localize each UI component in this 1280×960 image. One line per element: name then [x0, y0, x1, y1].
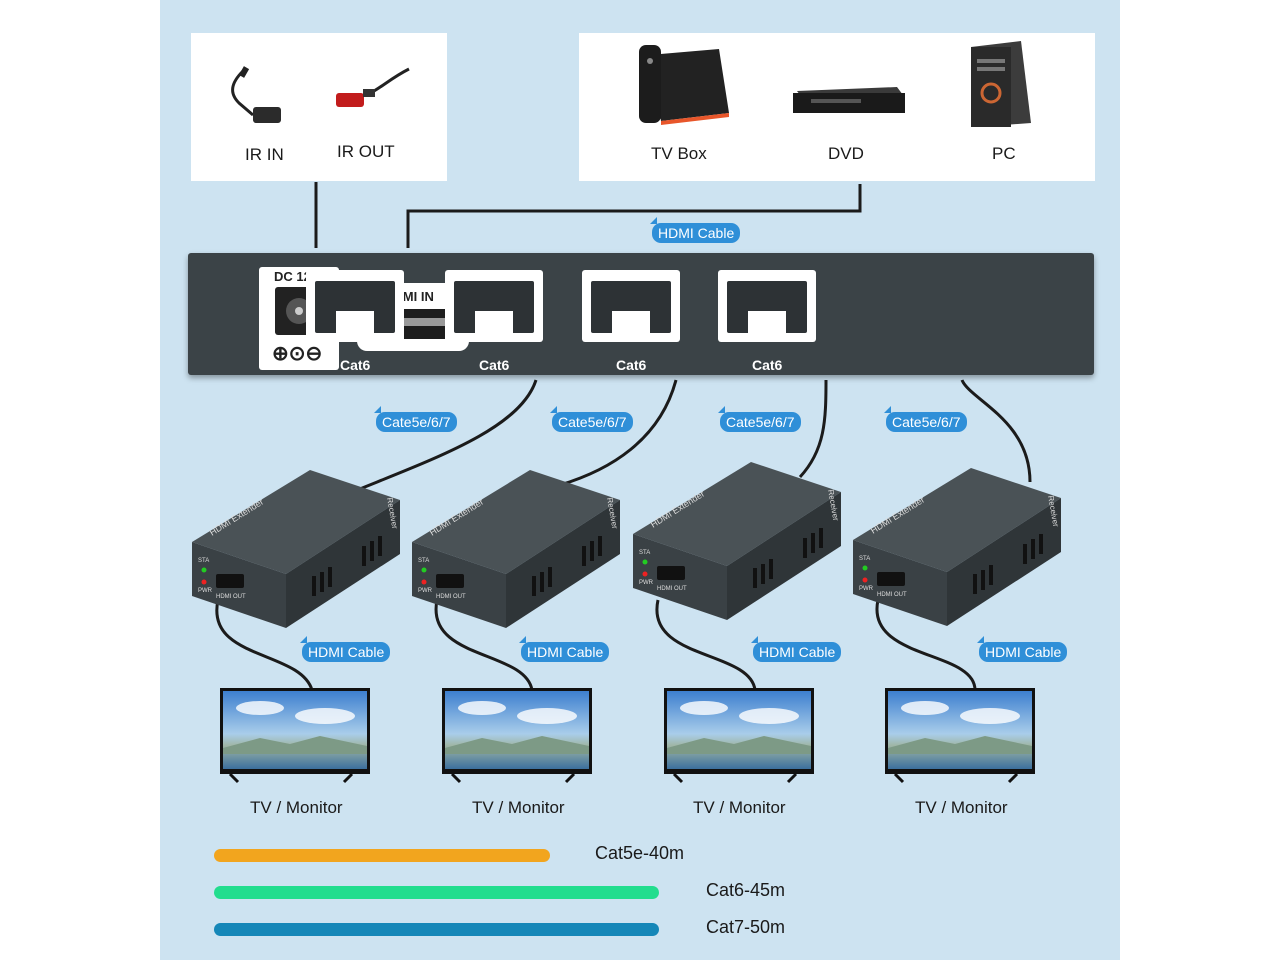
cat-cable-1	[344, 379, 538, 497]
tv-monitor-icon	[220, 688, 370, 784]
sta-label: STA	[859, 556, 870, 562]
hdmi-output-cable-tag: HDMI Cable	[976, 636, 1068, 662]
rj45-clip	[336, 311, 374, 333]
cat-cable-2	[559, 379, 678, 487]
legend-label-2: Cat6-45m	[706, 880, 786, 900]
pwr-label: PWR	[418, 588, 433, 594]
pwr-label: PWR	[198, 588, 213, 594]
tv-box-icon	[639, 45, 729, 125]
pwr-label: PWR	[639, 580, 654, 586]
ir-receiver-icon	[231, 66, 281, 123]
display-label: TV / Monitor	[693, 798, 786, 817]
tv-monitor-icon	[885, 688, 1035, 784]
ir-out-label: IR OUT	[337, 142, 395, 161]
hdmi-output-cable-tag: HDMI Cable	[750, 636, 842, 662]
hdmi-out-label: HDMI OUT	[877, 592, 907, 598]
hdmi-out-label: HDMI OUT	[436, 594, 466, 600]
hdmi-out-cable-2	[434, 599, 534, 691]
sta-label: STA	[418, 558, 429, 564]
cat6-port-label: Cat6	[479, 357, 510, 373]
hdmi-out-cable-3	[655, 599, 757, 691]
dc-polarity-symbol: ⊕⊙⊖	[272, 343, 323, 365]
dvd-player-icon	[793, 87, 905, 113]
rj45-clip	[748, 311, 786, 333]
hdmi-out-cable-4	[875, 599, 977, 691]
cat-cable-3	[798, 379, 828, 479]
legend-bar-2	[214, 886, 659, 899]
legend-label-3: Cat7-50m	[706, 917, 786, 937]
pc-tower-icon	[971, 41, 1031, 127]
cat-cable-tag: Cate5e/6/7	[884, 406, 967, 432]
legend-bar-3	[214, 923, 659, 936]
cat6-port-label: Cat6	[616, 357, 647, 373]
ir-in-label: IR IN	[245, 145, 284, 164]
hdmi-input-cable-tag: HDMI Cable	[649, 217, 741, 243]
hdmi-input-cable	[406, 184, 862, 248]
ir-accessory-panel: IR IN IR OUT	[191, 33, 447, 181]
tv-monitor-icon	[442, 688, 592, 784]
display-label: TV / Monitor	[250, 798, 343, 817]
pwr-label: PWR	[859, 586, 874, 592]
cat-cable-tag: Cate5e/6/7	[550, 406, 633, 432]
source-label-pc: PC	[992, 144, 1016, 163]
cat-cable-4	[960, 379, 1032, 483]
hdmi-out-label: HDMI OUT	[216, 594, 246, 600]
legend-label-1: Cat5e-40m	[595, 843, 685, 863]
rj45-clip	[612, 311, 650, 333]
cat-cable-tag: Cate5e/6/7	[374, 406, 457, 432]
sta-label: STA	[198, 558, 209, 564]
source-devices-panel: TV Box DVD PC	[579, 33, 1095, 181]
cat6-port-label: Cat6	[752, 357, 783, 373]
legend-bar-1	[214, 849, 550, 862]
tv-monitor-icon	[664, 688, 814, 784]
hdmi-out-cable-1	[215, 599, 314, 691]
display-label: TV / Monitor	[915, 798, 1008, 817]
rj45-clip	[475, 311, 513, 333]
display-label: TV / Monitor	[472, 798, 565, 817]
sta-label: STA	[639, 550, 650, 556]
hdmi-output-cable-tag: HDMI Cable	[299, 636, 391, 662]
ir-emitter-icon	[336, 67, 410, 107]
cat-cable-tag: Cate5e/6/7	[718, 406, 801, 432]
cat6-port-label: Cat6	[340, 357, 371, 373]
source-label-tv-box: TV Box	[651, 144, 707, 163]
hdmi-out-label: HDMI OUT	[657, 586, 687, 592]
hdmi-output-cable-tag: HDMI Cable	[518, 636, 610, 662]
source-label-dvd: DVD	[828, 144, 864, 163]
